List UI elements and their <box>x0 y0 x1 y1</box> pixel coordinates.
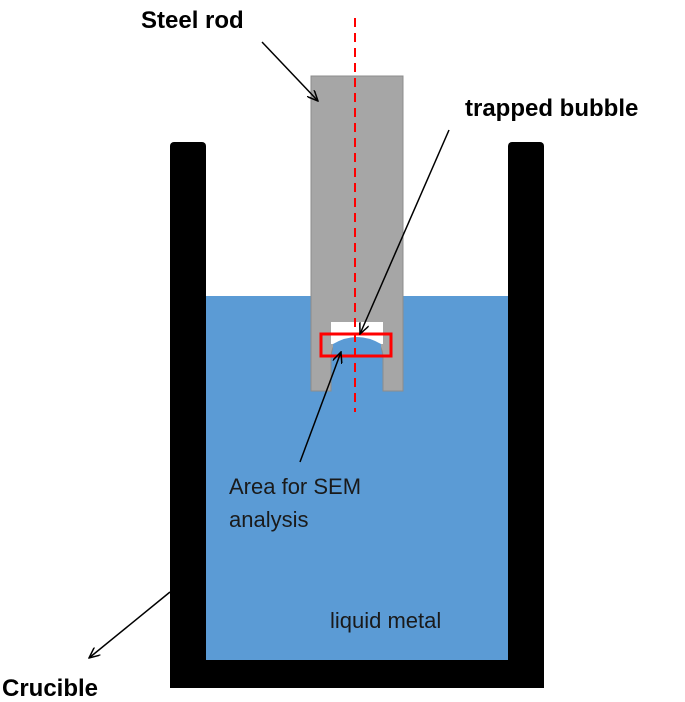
sem-area-label-line1: Area for SEM <box>229 474 361 499</box>
sem-area-arrow <box>299 352 341 463</box>
trapped-bubble-arrow <box>360 129 450 334</box>
crucible-left-wall <box>170 142 206 688</box>
steel-rod-label: Steel rod <box>141 7 244 34</box>
sem-area-label-line2: analysis <box>229 507 308 532</box>
crucible-arrow <box>89 591 171 658</box>
crucible-bottom <box>170 660 544 688</box>
crucible-right-wall <box>508 142 544 688</box>
sem-area-box <box>319 332 393 358</box>
liquid-metal-label: liquid metal <box>330 608 441 633</box>
cavity-meniscus <box>333 337 381 358</box>
steel-rod-arrow <box>261 41 318 101</box>
trapped-bubble-label: trapped bubble <box>465 95 638 122</box>
crucible-label: Crucible <box>2 675 98 702</box>
crucible <box>170 142 544 688</box>
